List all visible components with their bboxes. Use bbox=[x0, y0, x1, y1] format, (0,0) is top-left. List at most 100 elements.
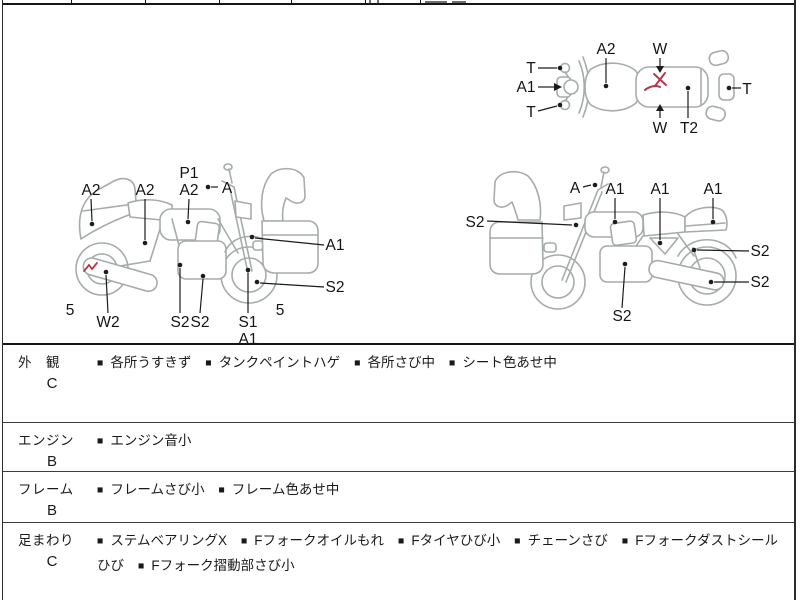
front-fork bbox=[561, 189, 599, 281]
top-view-outline bbox=[556, 49, 735, 122]
front-wheel bbox=[530, 254, 586, 310]
callout-label: T bbox=[526, 60, 536, 77]
comment-list: ■フレームさび小■フレーム色あせ中 bbox=[95, 472, 794, 522]
leader-lines bbox=[537, 58, 741, 118]
callout-label: S2 bbox=[466, 214, 485, 231]
callout-label: A2 bbox=[180, 182, 199, 199]
muffler bbox=[82, 257, 158, 293]
comment-text: 各所うすきず bbox=[110, 355, 192, 370]
damage-scratch-mark bbox=[83, 262, 98, 272]
cowl-flap bbox=[252, 240, 264, 251]
comment-text: エンジン音小 bbox=[110, 433, 192, 448]
condition-row-frame: フレーム B ■フレームさび小■フレーム色あせ中 bbox=[3, 472, 794, 523]
header-cell-divider bbox=[71, 0, 72, 3]
callout-label: T bbox=[742, 81, 752, 98]
side-cover bbox=[649, 237, 679, 255]
leader-dots bbox=[573, 182, 716, 285]
right-footpeg bbox=[705, 105, 726, 122]
front-box bbox=[261, 220, 319, 274]
bullet-square-icon: ■ bbox=[449, 357, 456, 369]
comment-text: 各所さび中 bbox=[367, 355, 436, 370]
fuel-tank bbox=[584, 62, 641, 112]
callout-label: 5 bbox=[66, 302, 75, 319]
bullet-square-icon: ■ bbox=[240, 535, 248, 547]
left-view-outline bbox=[75, 163, 319, 304]
cropped-text-remnant bbox=[377, 0, 379, 3]
callout-label: W bbox=[653, 120, 668, 137]
comment-text: Fフォークオイルもれ bbox=[254, 533, 385, 548]
callout-label: A2 bbox=[136, 182, 155, 199]
callout-label: A1 bbox=[517, 79, 536, 96]
bullet-square-icon: ■ bbox=[97, 357, 104, 369]
rear-fender bbox=[677, 238, 737, 259]
callout-label: A1 bbox=[651, 181, 670, 198]
seat bbox=[642, 211, 686, 237]
bullet-square-icon: ■ bbox=[621, 535, 629, 547]
bullet-square-icon: ■ bbox=[354, 357, 361, 369]
cropped-header-row bbox=[3, 0, 794, 5]
left-footpeg bbox=[708, 49, 730, 67]
motorcycle-left-side-diagram: A2 A2 P1 A2 A A1 S2 5 W2 S2 S2 S1 A1 5 bbox=[66, 163, 345, 347]
cropped-text-remnant bbox=[425, 1, 447, 3]
condition-row-undercarriage: 足まわり C ■ステムベアリングX■Fフォークオイルもれ■Fタイヤひび小■チェー… bbox=[3, 523, 794, 578]
cropped-text-remnant bbox=[452, 1, 466, 3]
arrowhead-right bbox=[554, 83, 562, 91]
callout-label: T bbox=[526, 104, 536, 121]
section-label: 外 観 bbox=[18, 355, 60, 370]
header-cell-divider bbox=[420, 0, 421, 3]
comment-text: Fタイヤひび小 bbox=[411, 533, 501, 548]
header-cell-divider bbox=[291, 0, 292, 3]
bottom-margin bbox=[3, 577, 794, 600]
callout-label: S2 bbox=[751, 274, 770, 291]
outer-right-border bbox=[794, 0, 796, 600]
comment-list: ■ステムベアリングX■Fフォークオイルもれ■Fタイヤひび小■チェーンさび■Fフォ… bbox=[95, 523, 794, 577]
comment-text: フレームさび小 bbox=[110, 482, 205, 497]
grade-value: B bbox=[46, 453, 57, 470]
bullet-square-icon: ■ bbox=[205, 357, 212, 369]
grade-value: C bbox=[46, 375, 58, 392]
callout-label: T2 bbox=[680, 120, 698, 137]
section-label: エンジン bbox=[18, 433, 74, 448]
mirror bbox=[223, 163, 233, 171]
callout-label: S1 bbox=[239, 314, 258, 331]
comment-text: Fフォーク摺動部さび小 bbox=[151, 558, 295, 573]
callout-label: W2 bbox=[96, 314, 119, 331]
leader-lines bbox=[486, 184, 750, 309]
callout-label: S2 bbox=[326, 279, 345, 296]
left-view-labels: A2 A2 P1 A2 A A1 S2 5 W2 S2 S2 S1 A1 5 bbox=[66, 165, 345, 347]
damage-marks bbox=[644, 72, 667, 91]
callout-label: A bbox=[222, 180, 233, 197]
top-view-labels: A2 W T A1 T W T2 T bbox=[517, 41, 753, 137]
comment-text: Fフォークダストシールひび bbox=[97, 533, 778, 573]
comment-text: タンクペイントハゲ bbox=[218, 355, 341, 370]
comment-text: シート色あせ中 bbox=[462, 355, 557, 370]
diagram-area: A2 W T A1 T W T2 T bbox=[3, 5, 794, 347]
callout-label: W bbox=[653, 41, 668, 58]
bullet-square-icon: ■ bbox=[398, 535, 405, 547]
comment-list: ■エンジン音小 bbox=[95, 423, 794, 471]
front-box bbox=[489, 221, 544, 275]
tail-end bbox=[718, 73, 735, 101]
grade-value: B bbox=[46, 502, 57, 519]
bullet-square-icon: ■ bbox=[138, 560, 145, 572]
cropped-text-remnant bbox=[369, 0, 371, 3]
header-cell-divider bbox=[365, 0, 366, 3]
callout-label: S2 bbox=[751, 243, 770, 260]
section-label: 足まわり bbox=[18, 533, 74, 548]
tail-cowl bbox=[684, 206, 728, 233]
comment-list: ■ 各所うすきず ■ タンクペイントハゲ ■ 各所さび中 ■ シート色あせ中 bbox=[95, 345, 794, 422]
engine bbox=[177, 240, 227, 280]
header-cell-divider bbox=[145, 0, 146, 3]
comment-text: ステムベアリングX bbox=[110, 533, 227, 548]
callout-label: S2 bbox=[613, 308, 632, 325]
leader-lines bbox=[90, 186, 325, 314]
callout-label: 5 bbox=[276, 302, 285, 319]
callout-label: S2 bbox=[191, 314, 210, 331]
windscreen-cowl bbox=[493, 170, 542, 221]
arrowhead-up bbox=[656, 104, 664, 111]
callout-label: A2 bbox=[82, 182, 101, 199]
callout-label: S2 bbox=[171, 314, 190, 331]
bullet-square-icon: ■ bbox=[97, 484, 104, 496]
arrowhead-down bbox=[656, 66, 664, 73]
